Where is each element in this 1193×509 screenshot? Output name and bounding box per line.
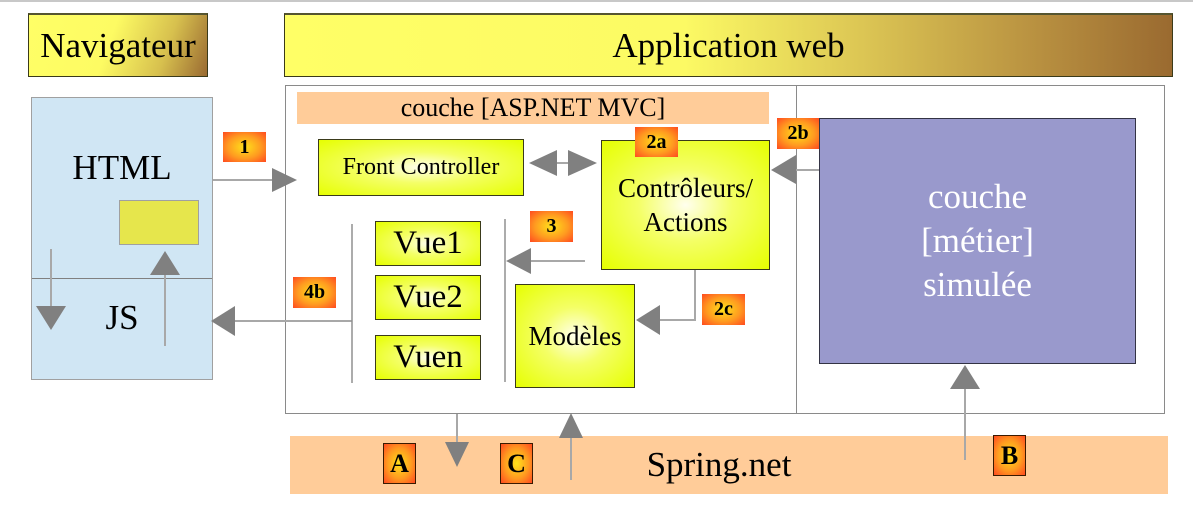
- arrow-4b-head: [211, 306, 235, 336]
- browser-divider: [32, 278, 212, 279]
- arrow-fc-ctrl-head-left: [529, 150, 557, 176]
- arrow-2b-head: [771, 155, 796, 184]
- letter-badge-a: A: [383, 443, 416, 484]
- arrow-fc-ctrl-head-right: [568, 150, 597, 176]
- business-line-3: simulée: [923, 265, 1032, 304]
- browser-up-head: [150, 251, 180, 275]
- arrow-1-head: [272, 168, 297, 192]
- arrow-c-head: [559, 413, 583, 438]
- view-box-2: Vue2: [375, 275, 481, 320]
- business-line-2: [métier]: [921, 221, 1034, 260]
- html-label: HTML: [72, 148, 172, 187]
- step-badge-4b: 4b: [293, 277, 336, 308]
- controllers-actions-box: Contrôleurs/ Actions: [601, 140, 770, 270]
- step-badge-3: 3: [530, 211, 573, 242]
- view-box-1: Vue1: [375, 221, 481, 266]
- front-controller-box: Front Controller: [318, 139, 524, 196]
- models-box: Modèles: [515, 284, 635, 388]
- arrow-2c-head: [636, 305, 660, 335]
- business-line-1: couche: [927, 177, 1028, 216]
- browser-down-head: [36, 306, 66, 330]
- step-badge-1: 1: [223, 132, 266, 162]
- letter-badge-b: B: [993, 435, 1026, 476]
- controllers-label: Contrôleurs/: [618, 173, 753, 203]
- spring-net-label: Spring.net: [646, 445, 792, 484]
- html-widget: [119, 200, 199, 245]
- actions-label: Actions: [643, 207, 728, 237]
- business-layer-frame: [796, 85, 1165, 414]
- arrow-3-head: [506, 248, 531, 274]
- business-layer-box: couche [métier] simulée: [819, 118, 1136, 364]
- letter-badge-c: C: [500, 443, 533, 484]
- arrow-a-head: [445, 442, 469, 467]
- browser-header: Navigateur: [28, 13, 208, 77]
- step-badge-2c: 2c: [702, 294, 745, 325]
- top-rule: [0, 0, 1193, 2]
- web-application-header: Application web: [284, 13, 1173, 77]
- step-badge-2b: 2b: [777, 118, 819, 149]
- view-box-n: Vuen: [375, 335, 481, 380]
- browser-panel: HTML JS: [31, 97, 213, 380]
- arrow-b-head: [950, 365, 980, 389]
- step-badge-2a: 2a: [635, 127, 678, 157]
- js-label: JS: [105, 298, 139, 337]
- arrow-2c-line: [660, 270, 696, 321]
- mvc-layer-title: couche [ASP.NET MVC]: [297, 92, 769, 124]
